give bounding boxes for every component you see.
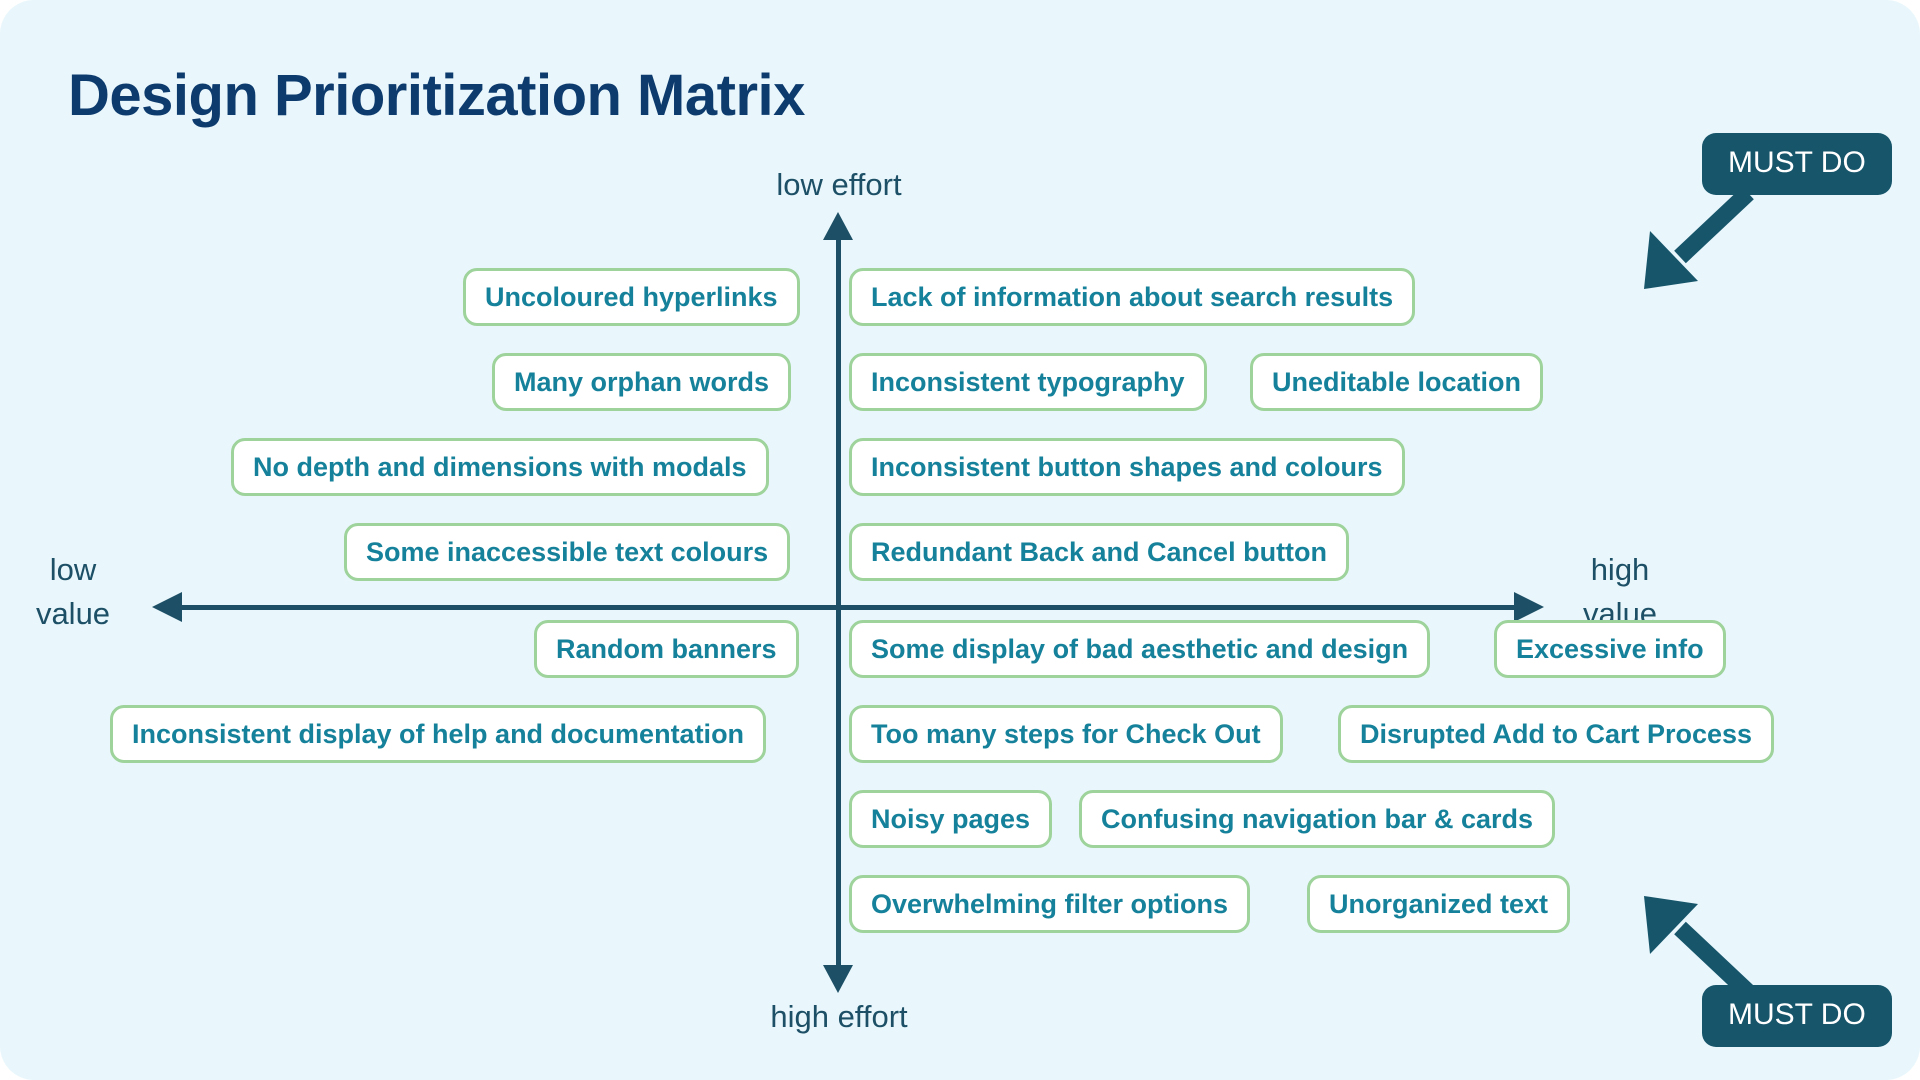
horizontal-axis — [180, 605, 1518, 610]
matrix-item-card[interactable]: Some display of bad aesthetic and design — [849, 620, 1431, 678]
matrix-item-card[interactable]: Some inaccessible text colours — [344, 523, 791, 581]
axis-label-low-effort: low effort — [776, 167, 902, 202]
matrix-item-card[interactable]: Inconsistent display of help and documen… — [110, 705, 767, 763]
matrix-item-card[interactable]: Disrupted Add to Cart Process — [1338, 705, 1775, 763]
must-do-badge-bottom[interactable]: MUST DO — [1702, 985, 1892, 1047]
page-title: Design Prioritization Matrix — [68, 63, 805, 128]
matrix-item-card[interactable]: Uneditable location — [1250, 353, 1544, 411]
axis-label-high-effort: high effort — [770, 999, 908, 1034]
matrix-item-card[interactable]: Noisy pages — [849, 790, 1053, 848]
must-do-arrow-up-left-icon — [1644, 896, 1754, 999]
matrix-item-card[interactable]: Confusing navigation bar & cards — [1079, 790, 1556, 848]
matrix-item-card[interactable]: Many orphan words — [492, 353, 792, 411]
axis-label-low-value: low value — [35, 552, 111, 631]
matrix-item-card[interactable]: Random banners — [534, 620, 799, 678]
axis-arrow-right-icon — [1514, 592, 1544, 622]
matrix-item-card[interactable]: Uncoloured hyperlinks — [463, 268, 800, 326]
matrix-item-card[interactable]: Redundant Back and Cancel button — [849, 523, 1350, 581]
axis-arrow-down-icon — [823, 965, 853, 993]
vertical-axis — [836, 228, 841, 978]
axis-arrow-left-icon — [152, 592, 182, 622]
matrix-item-card[interactable]: Excessive info — [1494, 620, 1726, 678]
matrix-item-card[interactable]: Too many steps for Check Out — [849, 705, 1283, 763]
matrix-item-card[interactable]: Inconsistent button shapes and colours — [849, 438, 1405, 496]
matrix-item-card[interactable]: No depth and dimensions with modals — [231, 438, 769, 496]
matrix-item-card[interactable]: Overwhelming filter options — [849, 875, 1251, 933]
matrix-item-card[interactable]: Inconsistent typography — [849, 353, 1207, 411]
matrix-item-card[interactable]: Unorganized text — [1307, 875, 1571, 933]
must-do-badge-top[interactable]: MUST DO — [1702, 133, 1892, 195]
matrix-item-card[interactable]: Lack of information about search results — [849, 268, 1416, 326]
axis-arrow-up-icon — [823, 212, 853, 240]
